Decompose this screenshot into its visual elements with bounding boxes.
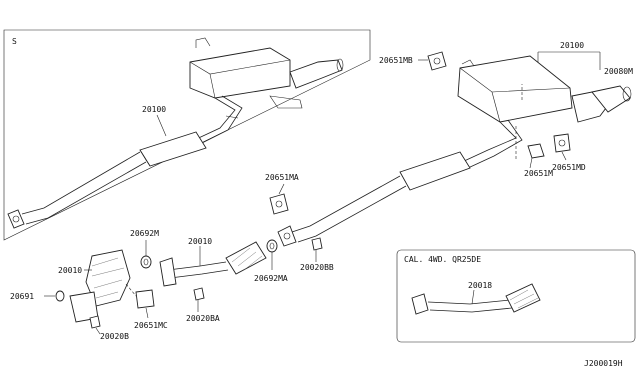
gasket-20692ma: 20692MA: [254, 239, 288, 283]
svg-text:20651MC: 20651MC: [134, 321, 168, 330]
svg-text:20010: 20010: [188, 237, 212, 246]
label-20100-right: 20100: [537, 41, 601, 70]
variant-s-label: S: [12, 37, 17, 46]
svg-text:20651M: 20651M: [524, 169, 553, 178]
svg-text:20018: 20018: [468, 281, 492, 290]
svg-text:20080M: 20080M: [604, 67, 633, 76]
svg-text:20651MB: 20651MB: [379, 56, 413, 65]
cal-4wd-inset: CAL. 4WD. QR25DE 20018: [396, 249, 636, 343]
right-muffler-assembly: [277, 55, 632, 247]
diagram-id: J200019H: [584, 359, 623, 368]
nut-20020ba: 20020BA: [186, 287, 220, 323]
svg-text:20100: 20100: [142, 105, 166, 114]
hanger-20651ma: 20651MA: [265, 173, 299, 215]
svg-text:CAL. 4WD. QR25DE: CAL. 4WD. QR25DE: [404, 255, 481, 264]
manifold-20010: 20010: [58, 249, 131, 323]
svg-text:20651MA: 20651MA: [265, 173, 299, 182]
svg-text:20020BB: 20020BB: [300, 263, 334, 272]
gasket-20692m: 20692M: [130, 229, 159, 269]
gasket-20691: 20691: [10, 290, 65, 302]
svg-text:20691: 20691: [10, 292, 34, 301]
bracket-20651mc: 20651MC: [125, 283, 168, 330]
hanger-20651m: 20651M: [524, 143, 553, 178]
label-20100-left: 20100: [142, 105, 167, 137]
left-muffler-assembly: [7, 37, 344, 229]
svg-text:20651MD: 20651MD: [552, 163, 586, 172]
svg-text:20692MA: 20692MA: [254, 274, 288, 283]
svg-text:20100: 20100: [560, 41, 584, 50]
hanger-20651mb: 20651MB: [379, 51, 447, 71]
front-tube-20018: 20010: [159, 237, 267, 287]
svg-text:20020BA: 20020BA: [186, 314, 220, 323]
variant-s-panel: S: [3, 29, 371, 241]
nut-20020bb: 20020BB: [300, 237, 334, 272]
svg-text:20010: 20010: [58, 266, 82, 275]
nut-20020b: 20020B: [89, 315, 129, 341]
hanger-20651md: 20651MD: [552, 133, 586, 172]
label-20080m: 20080M: [604, 67, 633, 76]
svg-text:20020B: 20020B: [100, 332, 129, 341]
svg-text:20692M: 20692M: [130, 229, 159, 238]
